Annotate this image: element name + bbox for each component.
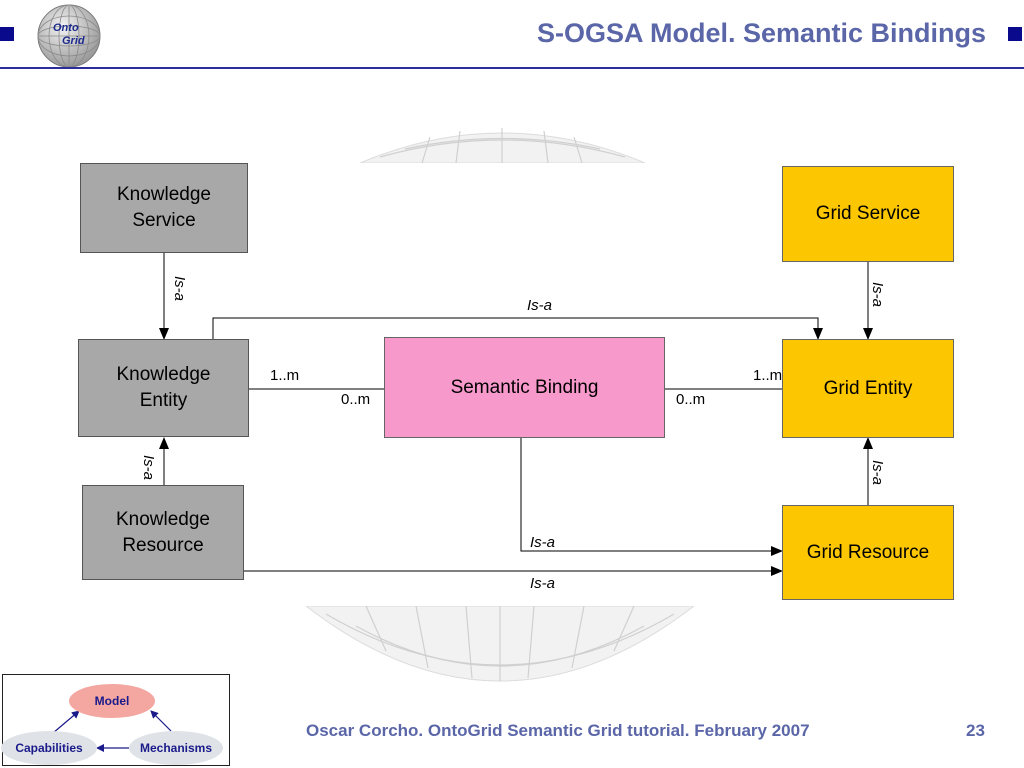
footer-text: Oscar Corcho. OntoGrid Semantic Grid tut… xyxy=(306,721,810,740)
grid-service-box: Grid Service xyxy=(782,166,954,262)
grid-resource-box: Grid Resource xyxy=(782,505,954,600)
logo-text-bottom: Grid xyxy=(62,35,85,47)
knowledge-resource-box: Knowledge Resource xyxy=(82,485,244,580)
page-number: 23 xyxy=(966,721,985,740)
isa-label-sb-gr: Is-a xyxy=(530,534,556,551)
logo-text-top: Onto xyxy=(53,22,79,34)
isa-label-kr-ke: Is-a xyxy=(140,455,157,481)
header-left-square xyxy=(0,27,14,41)
nav-mechanisms[interactable]: Mechanisms xyxy=(129,731,223,765)
ontogrid-logo: Onto Grid xyxy=(37,4,101,68)
mult-sb-right: 0..m xyxy=(676,391,706,408)
isa-label-gr-ge: Is-a xyxy=(869,460,886,486)
semantic-binding-box: Semantic Binding xyxy=(384,337,665,438)
nav-model[interactable]: Model xyxy=(69,684,155,718)
isa-label-ks-ke: Is-a xyxy=(171,276,188,302)
edge-sb-gr xyxy=(520,438,783,556)
globe-watermark-top xyxy=(360,128,645,163)
header-rule xyxy=(0,67,1024,69)
header-right-square xyxy=(1008,27,1022,41)
mult-sb-left: 0..m xyxy=(341,391,371,408)
isa-label-ke-ge: Is-a xyxy=(527,297,553,314)
mult-ge: 1..m xyxy=(753,367,783,384)
page-title: S-OGSA Model. Semantic Bindings xyxy=(536,18,986,48)
mult-ke: 1..m xyxy=(270,367,300,384)
nav-diagram: Model Capabilities Mechanisms xyxy=(1,674,230,766)
globe-watermark-bottom xyxy=(306,606,694,682)
knowledge-entity-box: Knowledge Entity xyxy=(78,339,249,437)
knowledge-service-box: Knowledge Service xyxy=(80,163,248,253)
nav-capabilities[interactable]: Capabilities xyxy=(1,731,97,765)
isa-label-gs-ge: Is-a xyxy=(869,282,886,308)
grid-entity-box: Grid Entity xyxy=(782,339,954,438)
nav-arrows xyxy=(52,710,172,752)
edge-ke-ge xyxy=(212,317,823,340)
isa-label-kr-gr: Is-a xyxy=(530,575,556,592)
